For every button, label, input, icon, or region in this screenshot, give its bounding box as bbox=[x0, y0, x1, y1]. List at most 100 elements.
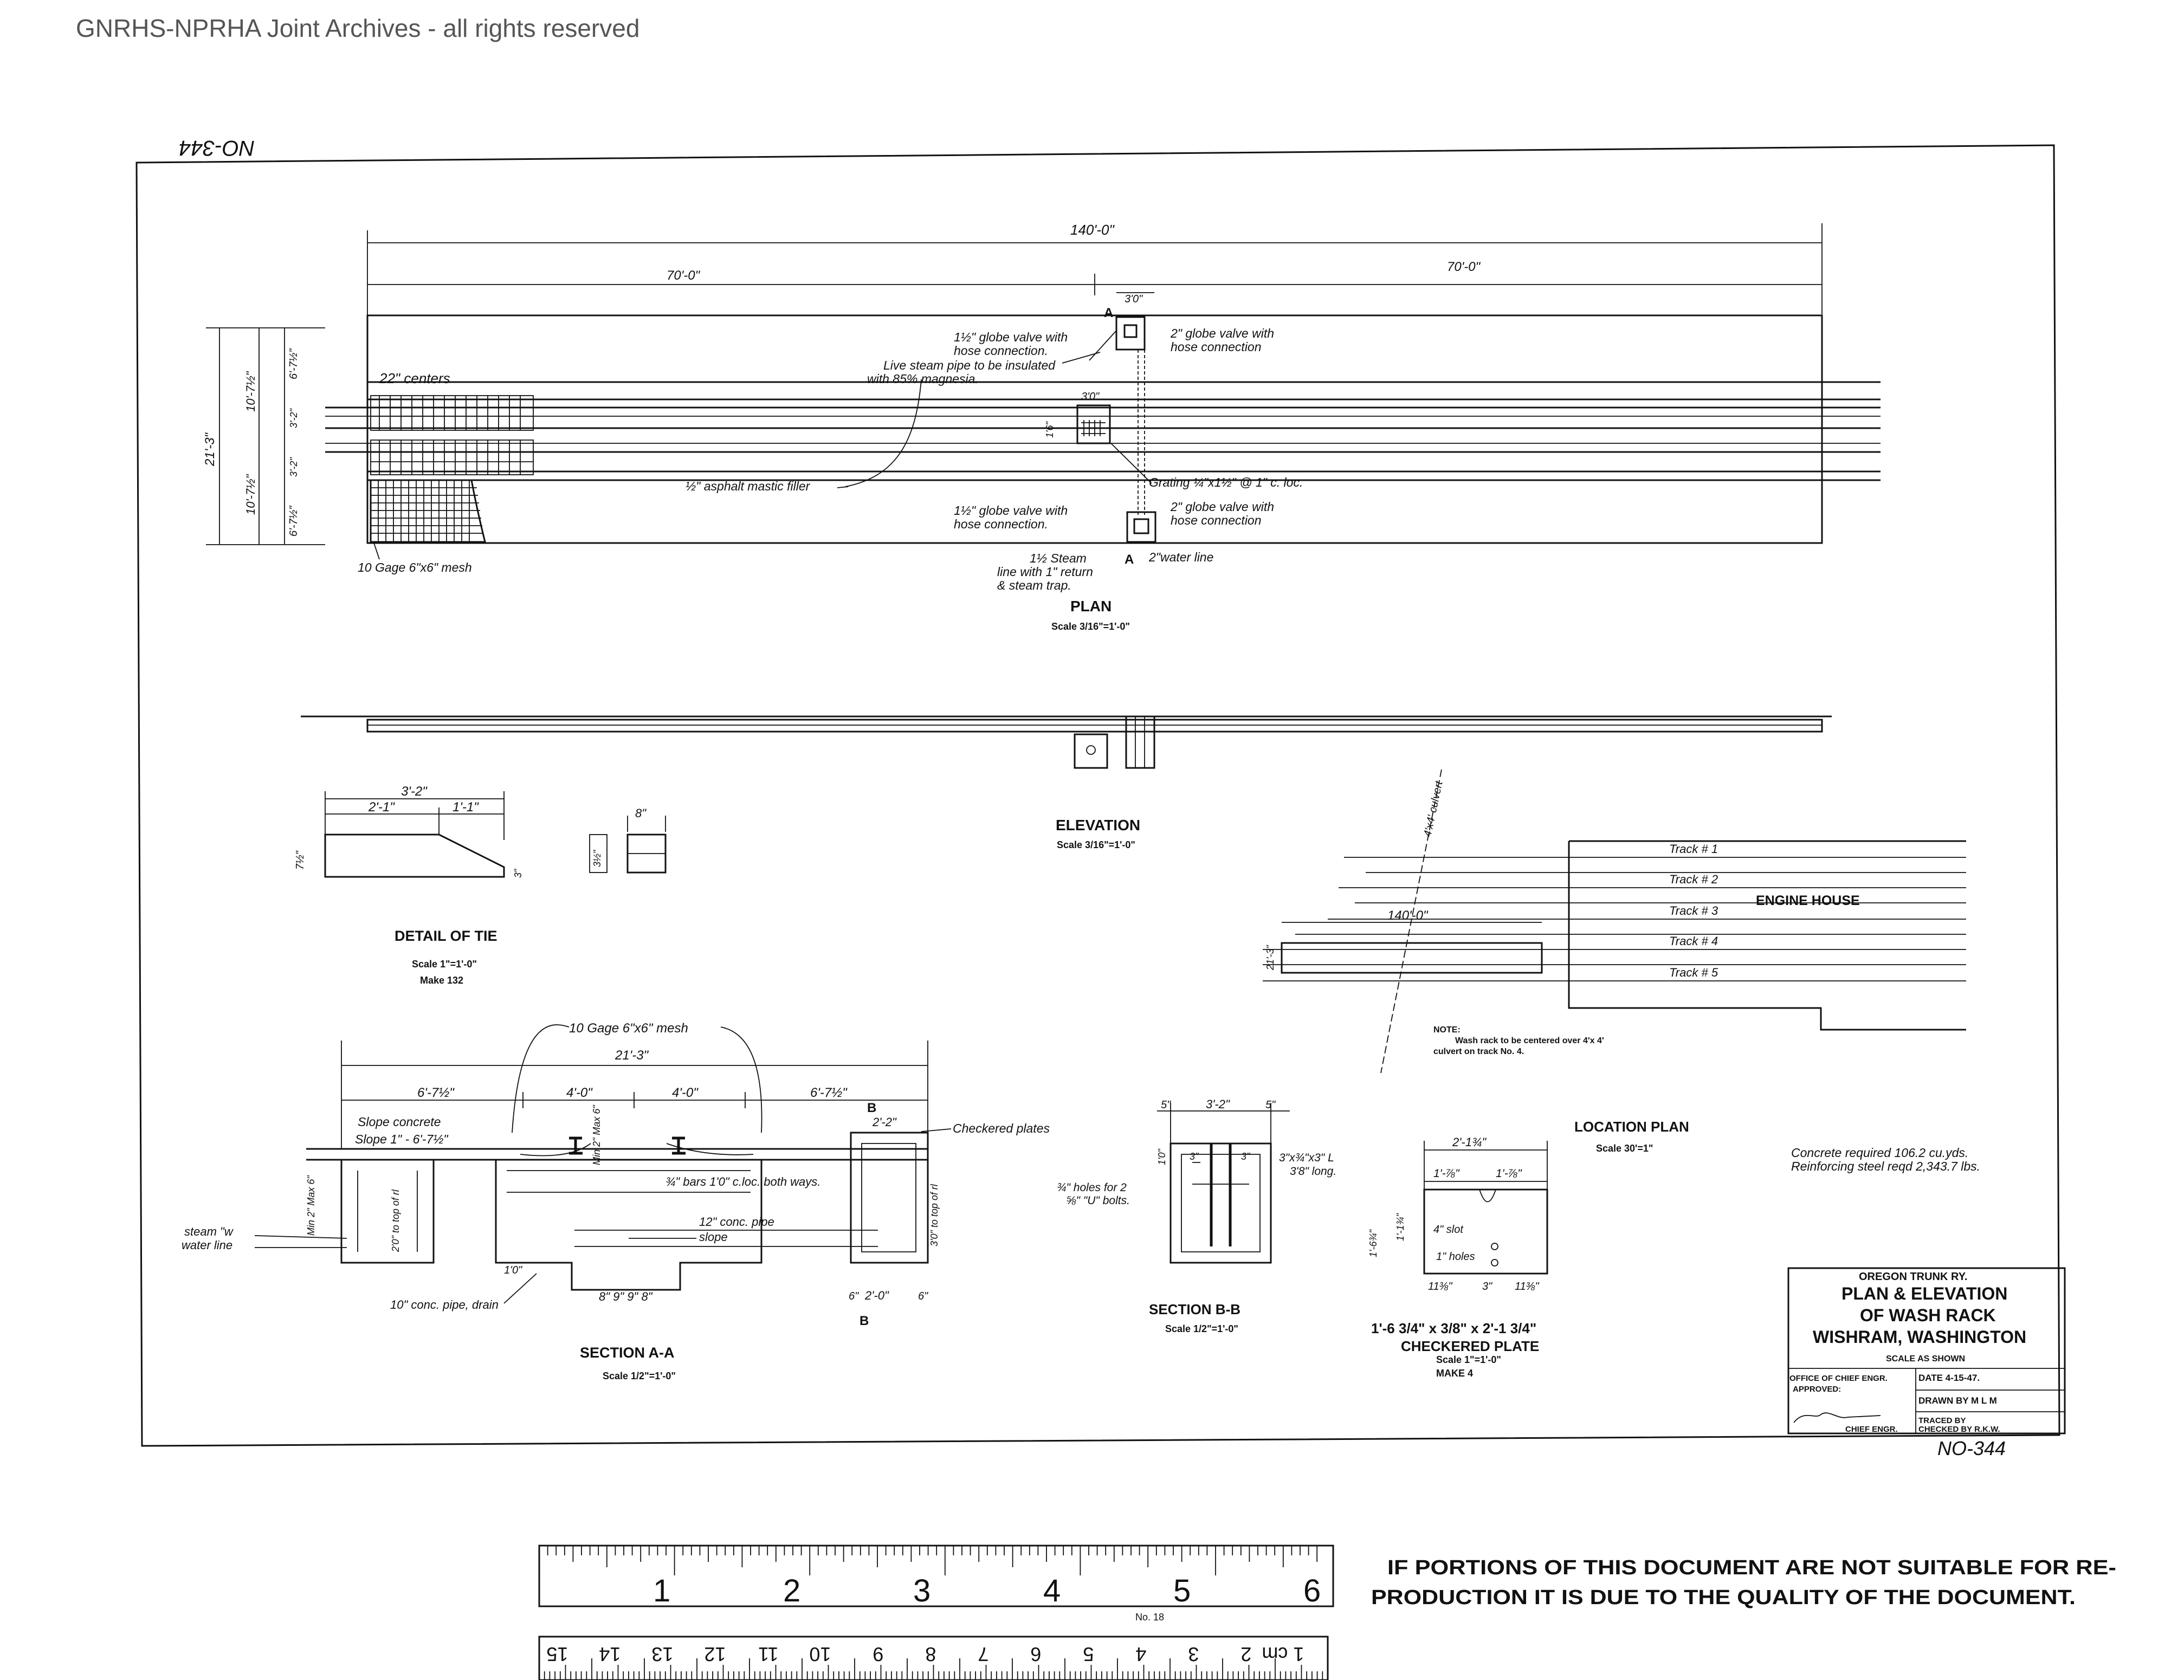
elevation-view: ELEVATION Scale 3/16"=1'-0" bbox=[301, 715, 1832, 850]
plan-steam-insulation-1: Live steam pipe to be insulated bbox=[883, 358, 1056, 372]
ruler-cm-label: 14 bbox=[599, 1643, 621, 1665]
concrete-quantity: Concrete required 106.2 cu.yds. bbox=[1791, 1146, 1968, 1160]
plan-valve-left-bottom-1: 1½" globe valve with bbox=[954, 503, 1068, 518]
plan-grating-note: Grating ¼"x1½" @ 1" c. loc. bbox=[1149, 475, 1303, 489]
section-aa-slope-concrete: Slope concrete bbox=[358, 1115, 441, 1129]
plate-dim-1: 1'-⅞" bbox=[1433, 1167, 1460, 1180]
plan-dim-1-6: 1'6" bbox=[1044, 421, 1055, 438]
plan-width-total: 21'-3" bbox=[203, 432, 217, 467]
section-aa-dim-4: 6'-7½" bbox=[810, 1085, 848, 1100]
tie-detail-title: DETAIL OF TIE bbox=[395, 928, 497, 944]
title-scale: SCALE AS SHOWN bbox=[1886, 1354, 1965, 1364]
plan-asphalt-note: ½" asphalt mastic filler bbox=[686, 479, 811, 493]
location-track-1: Track # 1 bbox=[1669, 842, 1718, 856]
plan-valve-left-top-2: hose connection. bbox=[954, 344, 1048, 358]
title-block: OREGON TRUNK RY. PLAN & ELEVATION OF WAS… bbox=[1787, 1267, 2066, 1435]
notice-line-2: PRODUCTION IT IS DUE TO THE QUALITY OF T… bbox=[1371, 1586, 2076, 1609]
ruler-cm-label: 15 bbox=[546, 1643, 568, 1665]
elevation-title: ELEVATION bbox=[1056, 817, 1140, 833]
notice-line-1: IF PORTIONS OF THIS DOCUMENT ARE NOT SUI… bbox=[1387, 1556, 2116, 1579]
plan-dim-6-7-top: 6'-7½" bbox=[288, 348, 300, 379]
plan-water-line: 2"water line bbox=[1148, 550, 1213, 564]
plate-scale: Scale 1"=1'-0" bbox=[1436, 1354, 1501, 1365]
archive-watermark: GNRHS-NPRHA Joint Archives - all rights … bbox=[76, 14, 639, 42]
ruler-cm-label: 5 bbox=[1083, 1643, 1094, 1665]
plate-bottom-dim-1: 11⅜" bbox=[1428, 1281, 1452, 1293]
ruler-inch-2: 2 bbox=[783, 1573, 800, 1608]
tie-end-section-height: 3½" bbox=[592, 849, 603, 867]
title-line-2: OF WASH RACK bbox=[1860, 1306, 1996, 1325]
section-aa-conc-pipe: 12" conc. pipe bbox=[699, 1215, 774, 1229]
section-aa-scale: Scale 1/2"=1'-0" bbox=[603, 1371, 676, 1381]
location-plan: 140'-0" 21'-3" 4'x4' culvert Track # 1 T… bbox=[1263, 769, 1966, 1154]
ruler-cm-label: 13 bbox=[651, 1643, 673, 1665]
section-aa-min-max-left: Min 2" Max 6" bbox=[591, 1104, 602, 1165]
ruler-cm-label: 7 bbox=[978, 1643, 988, 1665]
section-aa-dim-1: 6'-7½" bbox=[417, 1085, 455, 1100]
location-width: 21'-3" bbox=[1265, 945, 1276, 971]
plate-height-2: 1'-1¾" bbox=[1395, 1213, 1406, 1241]
section-bb-angle-2: 3'8" long. bbox=[1290, 1165, 1336, 1178]
section-bb-title: SECTION B-B bbox=[1149, 1301, 1240, 1317]
plan-title: PLAN bbox=[1070, 598, 1112, 615]
steel-quantity: Reinforcing steel reqd 2,343.7 lbs. bbox=[1791, 1159, 1980, 1173]
mesh-pattern bbox=[370, 479, 486, 543]
plan-valve-right-top-1: 2" globe valve with bbox=[1170, 326, 1274, 340]
section-aa-dim-1-0: 1'0" bbox=[504, 1264, 522, 1276]
plan-width-a: 10'-7½" bbox=[244, 371, 257, 412]
tie-overall-length: 3'-2" bbox=[401, 784, 428, 799]
location-note-title: NOTE: bbox=[1433, 1025, 1461, 1035]
title-approved: APPROVED: bbox=[1793, 1385, 1841, 1394]
section-bb-dim-1-0: 1'0" bbox=[1156, 1148, 1167, 1165]
plate-holes: 1" holes bbox=[1436, 1251, 1475, 1263]
location-culvert: 4'x4' culvert bbox=[1421, 779, 1445, 838]
plan-steam-insulation-2: with 85% magnesia. bbox=[867, 372, 979, 386]
ruler-cm-label: 8 bbox=[925, 1643, 936, 1665]
plan-valve-right-top-2: hose connection bbox=[1171, 340, 1262, 354]
section-aa-b-mark-bottom: B bbox=[860, 1314, 869, 1328]
title-office: OFFICE OF CHIEF ENGR. bbox=[1789, 1374, 1888, 1383]
section-aa-min-max-right: Min 2" Max 6" bbox=[306, 1175, 316, 1236]
section-mark-a-top: A bbox=[1104, 306, 1113, 320]
ruler-inch-6: 6 bbox=[1303, 1573, 1321, 1608]
section-aa-steam-water-1: steam "w bbox=[184, 1225, 234, 1238]
title-checked-by: CHECKED BY R.K.W. bbox=[1918, 1425, 2000, 1434]
section-mark-a-bottom: A bbox=[1125, 552, 1134, 567]
plate-bottom-dim-2: 3" bbox=[1482, 1281, 1492, 1293]
section-aa-mesh: 10 Gage 6"x6" mesh bbox=[569, 1021, 688, 1036]
ruler-inch-5: 5 bbox=[1173, 1573, 1191, 1608]
ties-centers-note: 22" centers bbox=[379, 370, 450, 386]
chief-engineer-signature bbox=[1793, 1412, 1881, 1423]
sheet-number-top: NO-344 bbox=[179, 136, 255, 160]
section-aa-slope: Slope 1" - 6'-7½" bbox=[355, 1132, 449, 1146]
section-aa-drain: 10" conc. pipe, drain bbox=[390, 1298, 499, 1311]
ruler-cm-label: 3 bbox=[1188, 1643, 1199, 1665]
location-track-4: Track # 4 bbox=[1669, 934, 1718, 948]
title-date: DATE 4-15-47. bbox=[1918, 1373, 1980, 1383]
section-bb-scale: Scale 1/2"=1'-0" bbox=[1165, 1323, 1238, 1334]
plan-half-right: 70'-0" bbox=[1447, 260, 1481, 274]
plate-bottom-dim-3: 11⅜" bbox=[1515, 1281, 1539, 1293]
section-aa-dim-3: 4'-0" bbox=[672, 1085, 699, 1100]
section-aa-dim-2: 4'-0" bbox=[566, 1085, 593, 1100]
section-aa-overall: 21'-3" bbox=[615, 1048, 649, 1063]
tie-right-length: 1'-1" bbox=[453, 800, 479, 815]
plan-valve-right-bottom-1: 2" globe valve with bbox=[1170, 500, 1274, 514]
scale-ruler: 1 2 3 4 5 6 No. 18 1 cm23456789101112131… bbox=[538, 1545, 1334, 1680]
plan-valve-left-bottom-2: hose connection. bbox=[954, 517, 1048, 531]
section-bb: 3'-2" 5" 5" 3" 3" 3"x¾"x3" L 3'8" long. … bbox=[1057, 1097, 1336, 1334]
plate-height: 1'-6¾" bbox=[1368, 1229, 1379, 1257]
ruler-cm-label: 10 bbox=[809, 1643, 831, 1665]
section-bb-dim-3-left: 3" bbox=[1190, 1151, 1199, 1162]
section-aa-dim-3-0: 3'0" to top of rl bbox=[929, 1184, 940, 1246]
location-plan-title: LOCATION PLAN bbox=[1574, 1119, 1689, 1135]
plan-box-top-dim: 3'0" bbox=[1125, 293, 1143, 305]
plan-dim-3-2-bottom: 3'-2" bbox=[288, 457, 299, 477]
ruler-cm-label: 9 bbox=[873, 1643, 883, 1665]
section-aa-dim-6-left: 6" bbox=[849, 1290, 859, 1302]
section-aa-dim-2-0: 2'-0" bbox=[864, 1289, 889, 1302]
section-aa-bottom-dims: 8" 9" 9" 8" bbox=[599, 1290, 653, 1303]
checkered-plate-detail: 2'-1¾" 1'-⅞" 1'-⅞" 4" slot 1" holes 1'-6… bbox=[1368, 1135, 1548, 1379]
tie-end-height: 3" bbox=[513, 868, 524, 878]
plan-width-b: 10'-7½" bbox=[244, 474, 257, 515]
